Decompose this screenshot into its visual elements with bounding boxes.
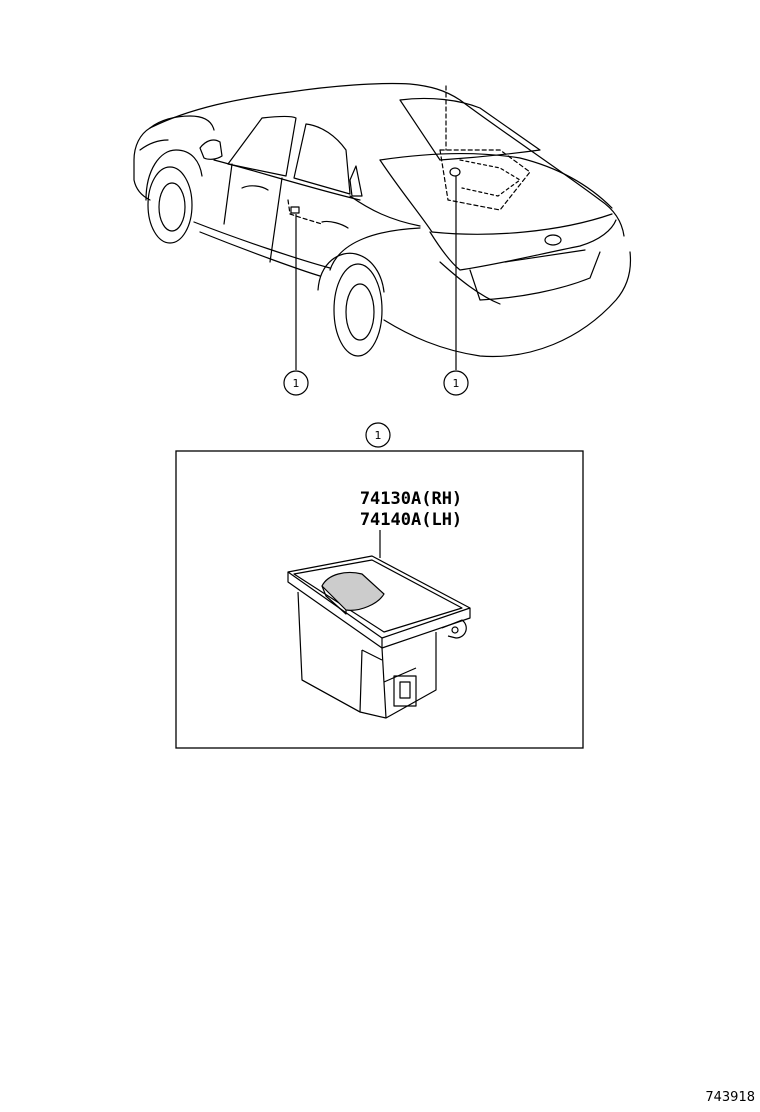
vehicle-illustration xyxy=(133,82,632,358)
illustration-number: 743918 xyxy=(705,1090,755,1105)
callout-marker-right-label: 1 xyxy=(453,377,460,390)
part-number-rh: 74130A(RH) xyxy=(360,489,462,509)
callout-marker-right: 1 xyxy=(443,370,469,396)
switch-illustration xyxy=(287,555,471,719)
callout-leaders xyxy=(295,176,457,558)
part-number-lh: 74140A(LH) xyxy=(360,510,462,530)
detail-frame xyxy=(175,450,584,749)
callout-marker-detail: 1 xyxy=(365,422,391,448)
callout-marker-detail-label: 1 xyxy=(375,429,382,442)
callout-marker-left-label: 1 xyxy=(293,377,300,390)
callout-marker-left: 1 xyxy=(283,370,309,396)
